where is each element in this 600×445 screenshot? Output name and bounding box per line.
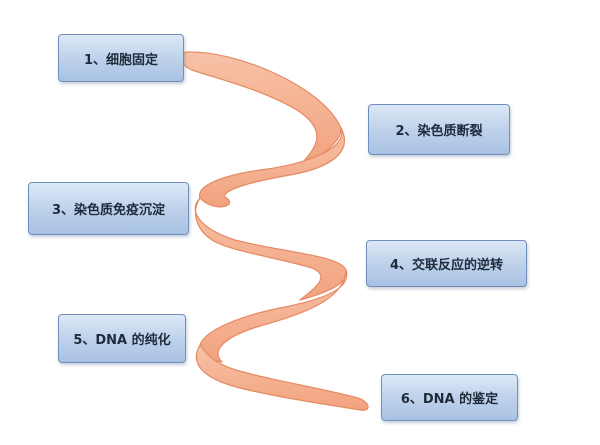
ribbon-segment-1 xyxy=(180,51,342,166)
ribbon-segment-5 xyxy=(195,344,369,411)
step-4-label: 4、交联反应的逆转 xyxy=(389,258,504,273)
ribbon-segment-2 xyxy=(199,125,345,208)
step-1-label: 1、细胞固定 xyxy=(83,52,159,68)
step-2-label: 2、染色质断裂 xyxy=(395,124,483,139)
step-4-crosslink-reversal[interactable]: 4、交联反应的逆转 xyxy=(366,240,527,287)
ribbon-segment-3 xyxy=(194,197,348,301)
step-2-chromatin-fragmentation[interactable]: 2、染色质断裂 xyxy=(368,104,510,155)
step-3-chromatin-immunoprecipitation[interactable]: 3、染色质免疫沉淀 xyxy=(28,182,189,235)
step-6-dna-identification[interactable]: 6、DNA 的鉴定 xyxy=(381,374,518,421)
step-1-cell-fixation[interactable]: 1、细胞固定 xyxy=(58,34,184,82)
step-5-label: 5、DNA 的纯化 xyxy=(73,333,171,348)
step-3-label: 3、染色质免疫沉淀 xyxy=(51,203,166,218)
step-5-dna-purification[interactable]: 5、DNA 的纯化 xyxy=(58,314,186,363)
step-6-label: 6、DNA 的鉴定 xyxy=(400,392,499,407)
